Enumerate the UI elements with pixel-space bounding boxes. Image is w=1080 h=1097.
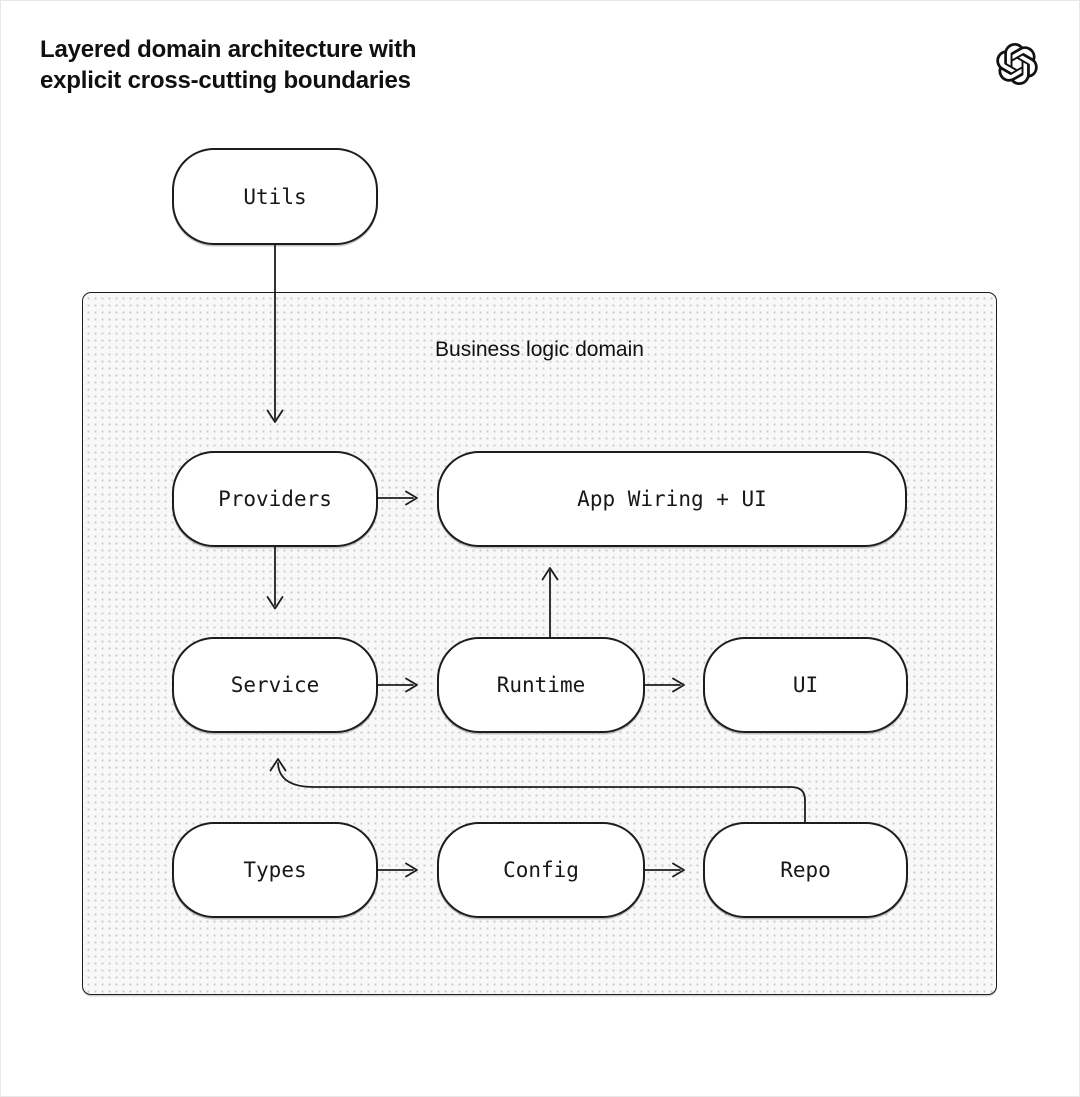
business-logic-domain-label: Business logic domain [435, 338, 644, 361]
node-types: Types [172, 822, 378, 918]
node-ui: UI [703, 637, 908, 733]
page-title-line-2: explicit cross-cutting boundaries [40, 67, 411, 94]
node-repo: Repo [703, 822, 908, 918]
node-service-label: Service [230, 673, 320, 697]
node-repo-label: Repo [780, 858, 831, 882]
page-title-line-1: Layered domain architecture with [40, 36, 417, 63]
openai-logo-icon [996, 43, 1038, 86]
node-config: Config [437, 822, 645, 918]
node-runtime-label: Runtime [496, 673, 586, 697]
node-app-wiring-ui-label: App Wiring + UI [577, 487, 767, 511]
node-providers: Providers [172, 451, 378, 547]
node-service: Service [172, 637, 378, 733]
node-ui-label: UI [792, 673, 819, 697]
page-title: Layered domain architecture with explici… [40, 34, 417, 96]
node-config-label: Config [503, 858, 579, 882]
node-providers-label: Providers [218, 487, 332, 511]
node-app-wiring-ui: App Wiring + UI [437, 451, 907, 547]
node-utils-label: Utils [243, 184, 307, 209]
node-types-label: Types [243, 858, 307, 882]
node-utils: Utils [172, 148, 378, 245]
node-runtime: Runtime [437, 637, 645, 733]
